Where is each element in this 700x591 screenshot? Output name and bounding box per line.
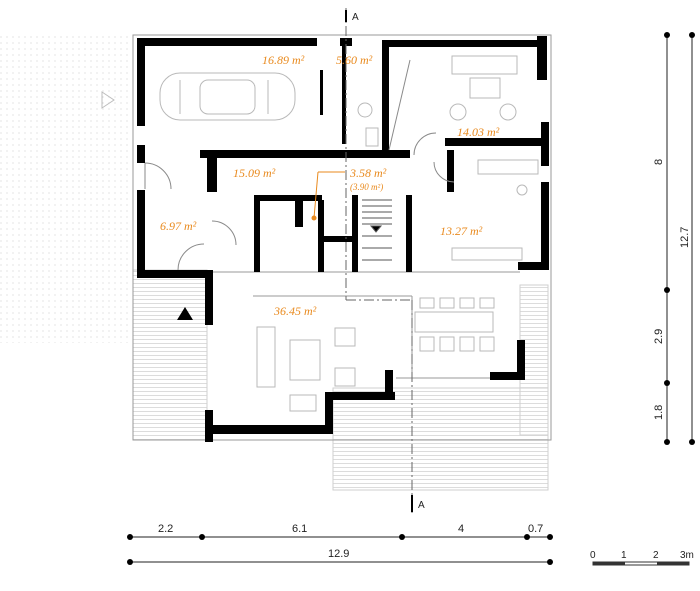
section-line: A A [345,8,425,515]
area-entry: 6.97 m² [160,219,197,233]
scale-bar: 0 1 2 3m [590,550,694,566]
dim-right-total: 12.7 [679,227,691,248]
area-living-top: 14.03 m² [457,125,500,139]
area-kitchen: 13.27 m² [440,224,483,238]
area-wc-sub: (3.90 m²) [350,182,383,192]
dim-bottom-1: 2.2 [158,523,173,535]
dimension-right: 8 2.9 1.8 12.7 [653,32,695,445]
scale-label-2: 2 [653,550,659,561]
entrance-marker-icon [177,307,193,320]
dim-bottom-total: 12.9 [328,548,349,560]
furniture [159,55,539,412]
area-wc: 3.58 m² [349,166,387,180]
terrace-bottom [332,387,549,491]
staircase [362,199,392,261]
dim-bottom-4: 0.7 [528,523,543,535]
terrace-left [132,269,208,441]
outline-lines [132,34,552,441]
scale-label-0: 0 [590,550,596,561]
area-bath: 5.60 m² [336,53,373,67]
scale-label-1: 1 [621,550,627,561]
area-living: 36.45 m² [273,304,317,318]
car-icon [159,72,296,121]
doors [144,59,455,271]
terrace-right [519,284,549,436]
garden-dotted-area [0,35,128,343]
dimension-bottom: 2.2 6.1 4 0.7 12.9 [127,523,553,565]
dim-right-2: 2.9 [653,329,665,344]
area-garage: 16.89 m² [262,53,305,67]
wc-marker [311,171,345,221]
dim-right-1: 8 [653,159,665,165]
dim-bottom-3: 4 [458,523,464,535]
area-hall: 15.09 m² [233,166,276,180]
walls [137,36,549,442]
dim-right-3: 1.8 [653,405,665,420]
dim-bottom-2: 6.1 [292,523,307,535]
scale-label-3: 3m [680,550,694,561]
section-mark-top: A [352,12,359,23]
section-mark-bottom: A [418,500,425,511]
